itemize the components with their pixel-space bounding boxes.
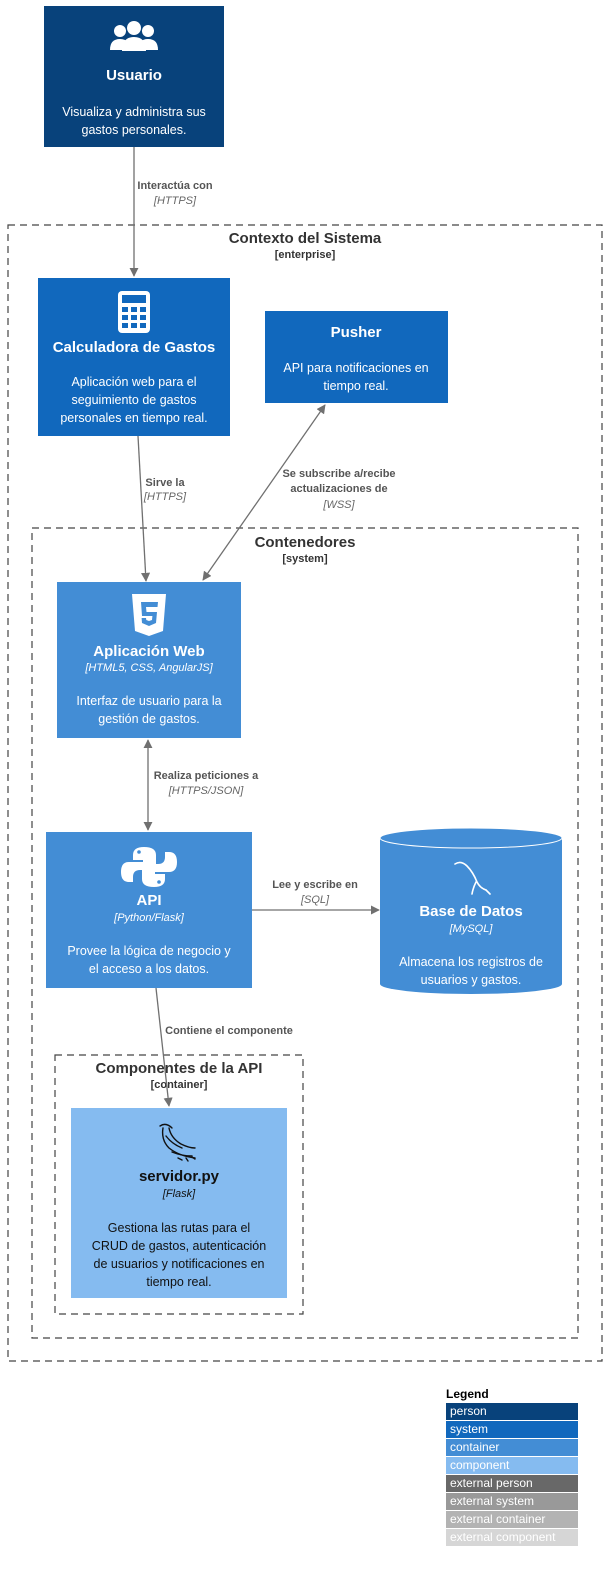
edge-peticiones: Realiza peticiones a [HTTPS/JSON] — [143, 739, 259, 831]
boundary-type: [system] — [282, 553, 328, 565]
edge-lee-escribe: Lee y escribe en [SQL] — [252, 879, 380, 915]
boundary-title: Contenedores — [255, 534, 356, 551]
node-desc: CRUD de gastos, autenticación — [92, 1239, 266, 1253]
edge-label: Lee y escribe en — [272, 879, 358, 891]
edge-tech: [HTTPS] — [143, 491, 187, 503]
edge-tech: [HTTPS] — [153, 195, 197, 207]
legend-title: Legend — [446, 1387, 489, 1401]
node-desc: usuarios y gastos. — [421, 973, 522, 987]
mysql-icon — [454, 861, 491, 895]
legend-item: container — [446, 1439, 578, 1456]
edge-tech: [SQL] — [300, 894, 330, 906]
legend-item: external person — [446, 1475, 578, 1492]
node-desc: tiempo real. — [323, 379, 388, 393]
node-aplicacion-web[interactable]: Aplicación Web [HTML5, CSS, AngularJS] I… — [57, 582, 241, 738]
edge-tech: [HTTPS/JSON] — [168, 785, 245, 797]
node-pusher[interactable]: Pusher API para notificaciones en tiempo… — [265, 311, 448, 403]
boundary-type: [container] — [151, 1079, 208, 1091]
node-desc: API para notificaciones en — [283, 361, 428, 375]
node-desc: Visualiza y administra sus — [62, 105, 206, 119]
node-title: API — [136, 892, 161, 909]
calculator-icon — [118, 291, 150, 333]
boundary-componentes-api: Componentes de la API [container] — [54, 1054, 304, 1315]
edge-contiene: Contiene el componente — [155, 987, 293, 1107]
node-calculadora-gastos[interactable]: Calculadora de Gastos Aplicación web par… — [38, 278, 230, 436]
node-desc: tiempo real. — [146, 1275, 211, 1289]
node-desc: Almacena los registros de — [399, 955, 543, 969]
node-desc: Interfaz de usuario para la — [76, 694, 221, 708]
edge-label: Se subscribe a/recibe — [282, 468, 395, 480]
html5-icon — [132, 594, 166, 636]
edge-subscribe: Se subscribe a/recibe actualizaciones de… — [202, 404, 396, 581]
edge-label: Sirve la — [145, 477, 185, 489]
node-usuario[interactable]: Usuario Visualiza y administra sus gasto… — [44, 6, 224, 147]
node-api[interactable]: API [Python/Flask] Provee la lógica de n… — [46, 832, 252, 988]
node-title: Aplicación Web — [93, 643, 204, 660]
edge-label: Realiza peticiones a — [154, 770, 259, 782]
legend-item: external system — [446, 1493, 578, 1510]
node-desc: Gestiona las rutas para el — [108, 1221, 250, 1235]
boundary-title: Contexto del Sistema — [229, 230, 382, 247]
node-title: servidor.py — [139, 1168, 220, 1185]
node-tech: [HTML5, CSS, AngularJS] — [84, 662, 213, 674]
edge-label: Contiene el componente — [165, 1025, 293, 1037]
node-desc: gastos personales. — [82, 123, 187, 137]
node-title: Calculadora de Gastos — [53, 339, 216, 356]
edge-tech: [WSS] — [322, 499, 355, 511]
python-icon — [121, 847, 177, 887]
boundary-type: [enterprise] — [275, 249, 336, 261]
node-title: Base de Datos — [419, 903, 522, 920]
edge-interactua: Interactúa con [HTTPS] — [129, 147, 213, 277]
node-desc: seguimiento de gastos — [71, 393, 196, 407]
edge-label: actualizaciones de — [290, 483, 387, 495]
edge-sirve: Sirve la [HTTPS] — [137, 435, 187, 582]
node-title: Pusher — [331, 324, 382, 341]
node-desc: Aplicación web para el — [71, 375, 196, 389]
node-base-datos[interactable]: Base de Datos [MySQL] Almacena los regis… — [379, 827, 563, 994]
node-tech: [Flask] — [162, 1188, 196, 1200]
legend-item: system — [446, 1421, 578, 1438]
legend-item: external container — [446, 1511, 578, 1528]
boundary-title: Componentes de la API — [96, 1060, 263, 1077]
node-servidor-py[interactable]: servidor.py [Flask] Gestiona las rutas p… — [71, 1108, 287, 1298]
node-tech: [Python/Flask] — [113, 912, 185, 924]
edge-label: Interactúa con — [137, 180, 212, 192]
node-desc: el acceso a los datos. — [89, 962, 209, 976]
legend-item: component — [446, 1457, 578, 1474]
node-title: Usuario — [106, 67, 162, 84]
node-desc: Provee la lógica de negocio y — [67, 944, 231, 958]
boundary-contexto-sistema: Contexto del Sistema [enterprise] — [7, 224, 603, 1362]
flask-icon — [159, 1123, 196, 1162]
legend-item: person — [446, 1403, 578, 1420]
legend-item: external component — [446, 1529, 578, 1546]
node-desc: personales en tiempo real. — [60, 411, 207, 425]
node-desc: de usuarios y notificaciones en — [94, 1257, 265, 1271]
users-icon — [110, 21, 158, 51]
node-desc: gestión de gastos. — [98, 712, 199, 726]
node-tech: [MySQL] — [449, 923, 494, 935]
